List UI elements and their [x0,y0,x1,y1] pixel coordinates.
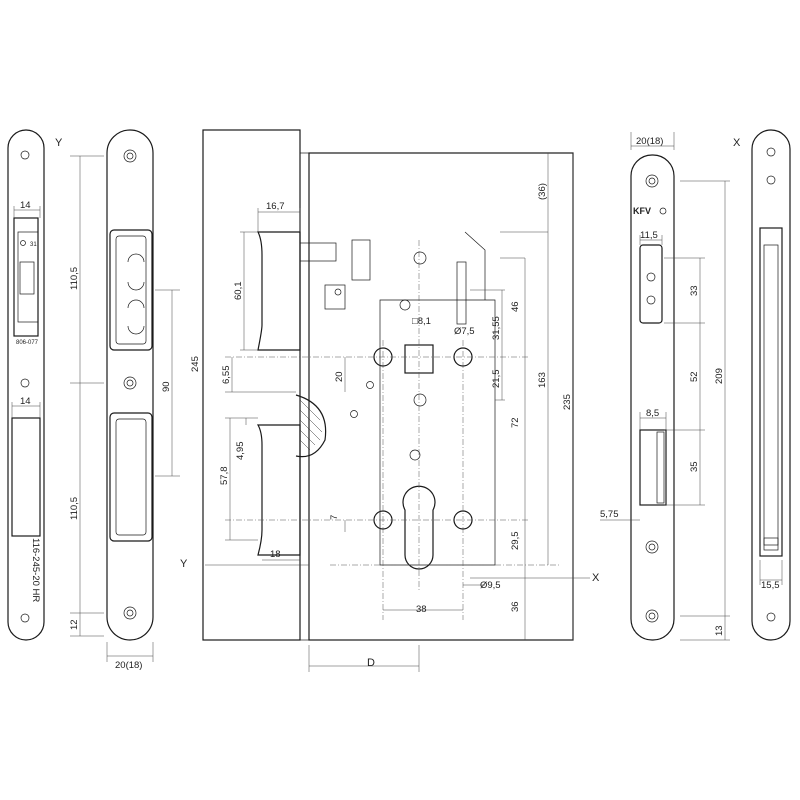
dim-90: 90 [161,381,172,392]
strike-plate-view: KFV 20(18) 11,5 33 52 8,5 35 5,7 [600,132,730,641]
latch-strike-opening [639,244,663,324]
dim-46: 46 [510,301,521,312]
right-plate-outline [751,129,791,641]
dim-31-55: 31,55 [491,316,502,340]
dim-38: 38 [416,604,427,615]
dim-5-75: 5,75 [600,509,619,520]
screw-hole [766,612,776,622]
strike-plate-outline [630,154,675,641]
dim-60-1: 60,1 [233,282,244,301]
brand-logo: KFV [633,206,651,216]
dim-dia-7-5: Ø7,5 [454,326,475,337]
front-plate-outline [106,129,154,641]
view-label-y-left: Y [55,137,63,149]
latch-body [17,231,39,323]
dim-8-5: 8,5 [646,408,659,419]
screw-hole [123,376,137,390]
screw-hole [123,606,137,620]
bolt-opening [109,412,153,542]
dim-57-8: 57,8 [219,467,230,486]
marker-dot [20,240,26,246]
case-body [308,152,574,641]
latch-bolt [257,231,301,351]
screw-hole [20,613,30,623]
dim-110-5-bottom: 110,5 [69,497,80,520]
screw-hole [645,174,659,188]
dim-6-55: 6,55 [221,366,232,385]
dim-13: 13 [714,625,725,636]
dim-width-strike: 20(18) [636,136,663,147]
latch-opening [109,229,153,351]
label-plate [19,261,35,295]
dim-sq-8-1: □8,1 [412,316,431,327]
inner-plate [379,299,496,566]
strike-profile [759,227,783,557]
dead-bolt [256,424,301,556]
dim-36-paren: (36) [537,183,548,200]
view-label-x-mid: X [592,572,600,584]
right-side-view: 15,5 X [733,129,791,641]
screw-hole [20,150,30,160]
dim-21-5: 21,5 [491,370,502,389]
dim-209: 209 [714,368,725,384]
dim-235: 235 [562,394,573,410]
dim-12: 12 [69,619,80,630]
bolt-strike-opening [639,429,667,506]
front-plate-view: 110,5 90 110,5 12 20(18) [69,129,180,671]
dim-14-bottom: 14 [20,396,31,407]
dim-16-7: 16,7 [266,201,285,212]
cylinder-hole [402,485,436,570]
view-label-x-right: X [733,137,741,149]
dim-110-5-top: 110,5 [69,267,80,290]
lock-case-view: 16,7 60,1 6,55 4,95 57,8 245 18 20 7 □8,… [180,129,600,672]
slot [456,261,467,325]
screw-hole [645,540,659,554]
dim-11-5: 11,5 [640,230,658,241]
forend-side [202,129,301,641]
dim-dia-9-5: Ø9,5 [480,580,501,591]
vertical-part-number: 116-245-20 HR [30,538,41,602]
dim-163: 163 [537,372,548,388]
dim-20: 20 [334,371,345,382]
latch-housing [13,217,39,337]
dim-14-top: 14 [20,200,31,211]
dim-245: 245 [190,356,201,372]
dim-7: 7 [329,515,340,520]
bolt-arc [295,394,327,458]
dim-29-5: 29,5 [510,532,521,551]
screw-hole [645,609,659,623]
dim-width-front: 20(18) [115,660,142,671]
dim-33: 33 [689,285,700,296]
dim-15-5: 15,5 [761,580,780,591]
left-side-view: 14 14 31 806-077 116-245-20 HR Y [7,129,63,641]
view-label-d: D [367,657,375,669]
dim-72: 72 [510,417,521,428]
dim-18: 18 [270,549,281,560]
screw-hole [123,149,137,163]
small-31-label: 31 [30,242,37,248]
left-plate-outline [7,129,45,641]
dim-4-95: 4,95 [235,442,246,461]
dim-35: 35 [689,461,700,472]
screw-hole [20,378,30,388]
view-label-y-mid: Y [180,558,188,570]
dim-36: 36 [510,601,521,612]
bolt-housing [11,417,41,537]
part-code: 806-077 [16,340,39,346]
screw-hole [766,147,776,157]
dim-52: 52 [689,371,700,382]
